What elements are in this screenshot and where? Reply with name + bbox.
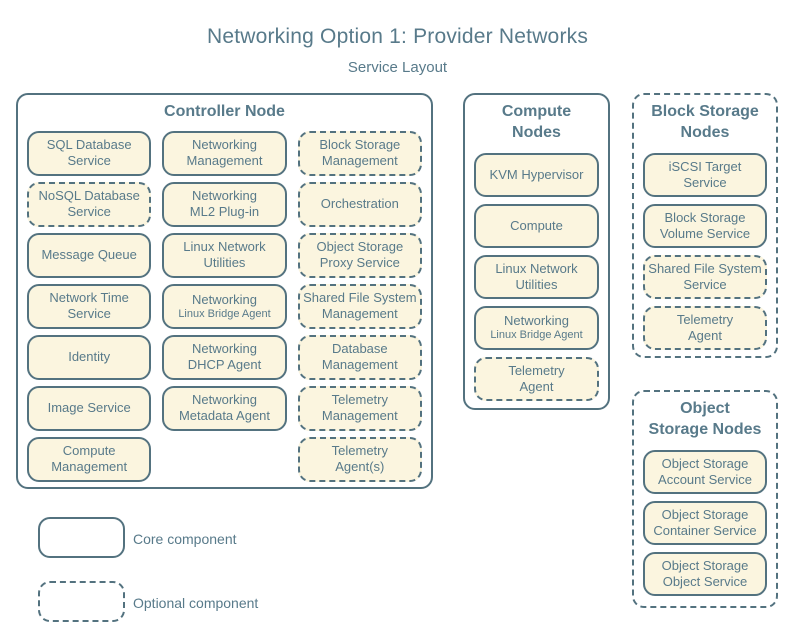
service-sql-database-service: SQL Database Service — [27, 130, 152, 176]
service-networking-dhcp-agent: Networking DHCP Agent — [162, 334, 287, 380]
service-label: iSCSI Target Service — [668, 158, 742, 190]
group-compute-nodes: Compute Nodes KVM Hypervisor Compute Lin… — [463, 93, 610, 410]
group-title-controller: Controller Node — [164, 103, 285, 120]
service-networking-ml2-plug-in: Networking ML2 Plug-in — [162, 181, 287, 227]
service-kvm-hypervisor: KVM Hypervisor — [474, 152, 599, 197]
group-object-storage-nodes: Object Storage Nodes Object Storage Acco… — [632, 390, 778, 608]
service-linux-network-utilities-compute: Linux Network Utilities — [474, 254, 599, 299]
group-block-storage-nodes: Block Storage Nodes iSCSI Target Service… — [632, 93, 778, 358]
controller-service-grid: SQL Database Service Networking Manageme… — [18, 123, 431, 482]
service-label: Networking Management — [186, 137, 263, 169]
service-iscsi-target-service: iSCSI Target Service — [643, 152, 767, 197]
service-label: Telemetry Agent — [676, 311, 734, 343]
service-label: Network Time Service — [49, 290, 129, 322]
group-title-object-storage: Object Storage Nodes — [648, 400, 762, 438]
service-object-storage-proxy-service: Object Storage Proxy Service — [297, 232, 422, 278]
service-shared-file-system-management: Shared File System Management — [297, 283, 422, 329]
service-telemetry-agent-compute: Telemetry Agent — [474, 356, 599, 401]
service-label: Block Storage Management — [319, 137, 401, 169]
service-telemetry-agents: Telemetry Agent(s) — [297, 436, 422, 482]
group-controller-node: Controller Node SQL Database Service Net… — [16, 93, 433, 489]
service-networking-management: Networking Management — [162, 130, 287, 176]
legend-optional-sample-box — [38, 581, 125, 622]
service-label: Shared File System Management — [303, 290, 417, 322]
service-block-storage-management: Block Storage Management — [297, 130, 422, 176]
service-compute-management: Compute Management — [27, 436, 152, 482]
service-telemetry-agent-block: Telemetry Agent — [643, 305, 767, 350]
service-label: SQL Database Service — [46, 137, 132, 169]
page-subtitle: Service Layout — [347, 59, 448, 76]
service-label: NoSQL Database Service — [38, 188, 140, 220]
service-sublabel: Linux Bridge Agent — [178, 307, 271, 320]
service-orchestration: Orchestration — [297, 181, 422, 227]
service-label: Compute Management — [51, 443, 128, 475]
service-network-time-service: Network Time Service — [27, 283, 152, 329]
service-label: Message Queue — [41, 247, 137, 263]
service-image-service: Image Service — [27, 385, 152, 431]
service-label: Database Management — [321, 341, 398, 373]
service-telemetry-management: Telemetry Management — [297, 385, 422, 431]
service-label: Linux Network Utilities — [183, 239, 266, 271]
service-label: Networking Metadata Agent — [178, 392, 271, 424]
service-label: Object Storage Object Service — [661, 557, 749, 589]
service-label: Telemetry Management — [321, 392, 398, 424]
service-object-storage-object-service: Object Storage Object Service — [643, 551, 767, 596]
legend-optional-label: Optional component — [133, 595, 259, 611]
service-label: Shared File System Service — [648, 260, 762, 292]
service-label: Identity — [68, 349, 111, 365]
compute-service-list: KVM Hypervisor Compute Linux Network Uti… — [465, 144, 608, 401]
group-title-compute: Compute Nodes — [501, 103, 572, 141]
service-label: Image Service — [47, 400, 131, 416]
service-label: Linux Network Utilities — [495, 260, 578, 292]
service-label: Compute — [510, 217, 563, 233]
block-storage-service-list: iSCSI Target Service Block Storage Volum… — [634, 144, 776, 350]
service-label: Object Storage Account Service — [658, 455, 752, 487]
service-linux-network-utilities: Linux Network Utilities — [162, 232, 287, 278]
legend-core-sample-box — [38, 517, 125, 558]
service-label: Networking DHCP Agent — [187, 341, 262, 373]
service-label: Networking — [191, 292, 257, 308]
empty-grid-cell — [162, 437, 286, 482]
service-label: Orchestration — [320, 196, 399, 212]
group-title-block-storage: Block Storage Nodes — [651, 103, 759, 141]
service-compute: Compute — [474, 203, 599, 248]
service-nosql-database-service: NoSQL Database Service — [27, 181, 152, 227]
service-identity: Identity — [27, 334, 152, 380]
service-message-queue: Message Queue — [27, 232, 152, 278]
service-label: Object Storage Proxy Service — [316, 239, 404, 271]
service-database-management: Database Management — [297, 334, 422, 380]
service-label: Object Storage Container Service — [653, 506, 757, 538]
service-object-storage-account-service: Object Storage Account Service — [643, 449, 767, 494]
object-storage-service-list: Object Storage Account Service Object St… — [634, 441, 776, 596]
service-label: Networking ML2 Plug-in — [189, 188, 260, 220]
service-label: Networking — [503, 313, 570, 329]
service-label: Block Storage Volume Service — [659, 209, 751, 241]
service-label: KVM Hypervisor — [489, 166, 584, 182]
service-shared-file-system-service: Shared File System Service — [643, 254, 767, 299]
service-object-storage-container-service: Object Storage Container Service — [643, 500, 767, 545]
service-block-storage-volume-service: Block Storage Volume Service — [643, 203, 767, 248]
service-label: Telemetry Agent — [508, 362, 565, 394]
service-sublabel: Linux Bridge Agent — [490, 329, 583, 342]
service-label: Telemetry Agent(s) — [331, 443, 388, 475]
service-networking-metadata-agent: Networking Metadata Agent — [162, 385, 287, 431]
page-title: Networking Option 1: Provider Networks — [206, 25, 589, 48]
legend-core-label: Core component — [133, 531, 237, 547]
